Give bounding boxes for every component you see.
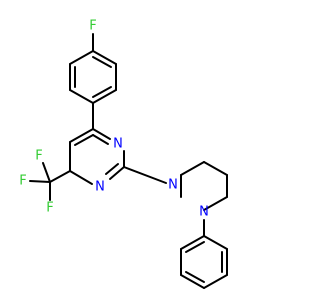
- bond: [185, 271, 205, 283]
- phenyl-ring: [180, 235, 228, 289]
- piperazine-ring: [180, 161, 228, 237]
- atom-pyrimidine-n1: N: [95, 180, 105, 195]
- bond: [74, 134, 94, 146]
- atom-cf3-f-bottom: F: [46, 201, 53, 216]
- atom-cf3-f-top: F: [35, 149, 42, 164]
- atom-piperazine-n4: N: [199, 205, 209, 220]
- bond: [180, 235, 205, 250]
- atom-pyrimidine-n3: N: [113, 137, 123, 152]
- bond: [42, 162, 51, 183]
- bond: [105, 163, 119, 175]
- bond: [203, 196, 228, 211]
- bond: [69, 89, 94, 104]
- bond: [69, 170, 93, 185]
- bond: [92, 86, 112, 98]
- atom-piperazine-n1: N: [168, 178, 178, 193]
- bond: [92, 134, 109, 145]
- bond: [109, 166, 125, 180]
- bond: [123, 166, 167, 184]
- bond: [92, 89, 117, 104]
- bond: [185, 241, 205, 253]
- bond: [180, 274, 205, 289]
- atom-fluoro-f: F: [89, 19, 96, 34]
- molecule-structure: F N N F F F N N: [19, 19, 228, 289]
- bond: [92, 50, 117, 65]
- bond: [92, 56, 112, 68]
- pyrimidine-ring: [29, 128, 167, 201]
- atom-labels: F N N F F F N N: [19, 19, 209, 220]
- bond: [203, 161, 228, 176]
- bond: [92, 128, 111, 140]
- fluorophenyl-ring: [69, 33, 117, 130]
- bond: [180, 161, 205, 176]
- bond: [69, 50, 94, 65]
- bond: [203, 235, 228, 250]
- bond: [49, 170, 71, 183]
- atom-cf3-f-left: F: [19, 174, 26, 189]
- bond: [69, 128, 94, 143]
- bond: [203, 274, 228, 289]
- bond: [29, 180, 51, 183]
